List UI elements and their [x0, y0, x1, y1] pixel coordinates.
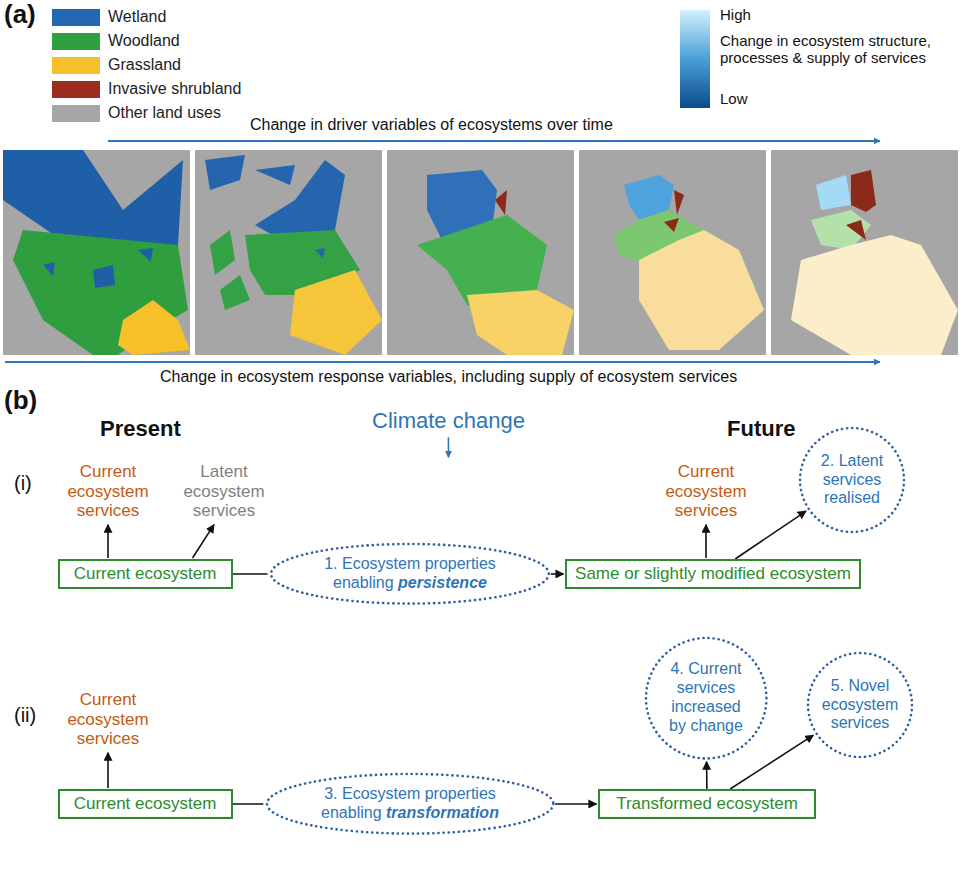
leader-arrow: [107, 753, 109, 788]
wetland-patch: [315, 248, 325, 258]
connector-arrow: [735, 511, 806, 559]
other-land: [195, 150, 382, 355]
shrubland-patch: [674, 190, 684, 215]
leader-arrow: [705, 525, 707, 558]
row-number: (i): [14, 472, 32, 495]
map-panel: [771, 150, 958, 355]
legend-swatch: [52, 57, 100, 74]
node-text: 5. Novel ecosystem services: [820, 677, 900, 734]
ecosystem-box: Same or slightly modified ecosystem: [565, 559, 861, 589]
other-land: [387, 150, 574, 355]
map-panel: [579, 150, 766, 355]
legend-text: Grassland: [108, 56, 181, 74]
node-text: Transformed ecosystem: [616, 794, 798, 814]
leader-arrow: [107, 525, 109, 558]
grassland-patch: [118, 300, 190, 355]
connector-arrow: [706, 762, 708, 789]
driver-arrow: [108, 140, 880, 142]
map-panel: [3, 150, 190, 355]
ecosystem-box: Current ecosystem: [58, 789, 233, 819]
woodland-patch: [220, 275, 250, 310]
legend-text: Wetland: [108, 8, 166, 26]
wetland-patch: [255, 165, 295, 185]
connector-arrow: [233, 803, 264, 805]
legend-text: Woodland: [108, 32, 180, 50]
wetland-patch: [93, 265, 115, 288]
other-land: [771, 150, 958, 355]
grassland-patch: [467, 290, 574, 355]
node-text: Same or slightly modified ecosystem: [575, 564, 851, 584]
map-panel: [387, 150, 574, 355]
node-text: 3. Ecosystem properties enabling transfo…: [312, 785, 508, 823]
wetland-patch: [816, 175, 851, 210]
node-text: 4. Current services increased by change: [663, 660, 749, 736]
panel-letter: (a): [4, 0, 36, 30]
connector-arrow: [233, 573, 268, 575]
service-label: Current ecosystem services: [52, 690, 164, 749]
shrubland-patch: [664, 218, 679, 232]
climate-arrow: [448, 437, 450, 457]
legend-swatch: [52, 105, 100, 122]
wetland-patch: [205, 155, 245, 190]
ramp-label: High: [720, 6, 751, 23]
legend-swatch: [52, 81, 100, 98]
grassland-patch: [290, 270, 382, 355]
legend-swatch: [52, 9, 100, 26]
legend-swatch: [52, 33, 100, 50]
dotted-ellipse: [800, 428, 904, 532]
shrubland-patch: [495, 190, 507, 215]
map-panels: [3, 150, 958, 355]
property-ellipse: 5. Novel ecosystem services: [806, 651, 914, 759]
property-ellipse: 2. Latent services realised: [798, 426, 906, 534]
dotted-ellipse: [808, 653, 912, 757]
grassland-patch: [639, 230, 764, 350]
dotted-ellipse: [267, 774, 553, 834]
wetland-patch: [138, 248, 153, 262]
wetland-patch: [43, 262, 55, 276]
node-text: Current ecosystem: [74, 564, 217, 584]
response-arrow: [5, 361, 880, 363]
node-text: Current ecosystem: [74, 794, 217, 814]
legend-text: Invasive shrubland: [108, 80, 241, 98]
axis-label: Change in ecosystem response variables, …: [160, 368, 737, 386]
dotted-ellipse: [271, 544, 549, 604]
node-text: 2. Latent services realised: [812, 452, 892, 509]
colour-ramp: [680, 10, 710, 108]
woodland-patch: [210, 230, 235, 275]
panel-letter: (b): [4, 386, 37, 416]
property-ellipse: 4. Current services increased by change: [644, 636, 768, 760]
leader-arrow: [193, 525, 215, 558]
shrubland-patch: [846, 220, 866, 240]
leader-arrows: [108, 437, 706, 788]
service-label: Latent ecosystem services: [172, 462, 276, 521]
ecosystem-box: Current ecosystem: [58, 559, 233, 589]
service-label: Current ecosystem services: [650, 462, 762, 521]
dotted-ellipse: [646, 638, 766, 758]
map-panel: [195, 150, 382, 355]
ecosystem-box: Transformed ecosystem: [598, 789, 816, 819]
column-heading: Future: [727, 416, 795, 441]
axis-label: Change in driver variables of ecosystems…: [250, 116, 613, 134]
driver-heading: Climate change: [372, 408, 525, 433]
property-ellipse: 1. Ecosystem properties enabling persist…: [269, 542, 551, 606]
other-land: [579, 150, 766, 355]
property-ellipse: 3. Ecosystem properties enabling transfo…: [265, 772, 555, 836]
connector-arrow: [555, 803, 596, 805]
other-land: [3, 150, 190, 355]
connector-arrow: [551, 573, 564, 575]
service-label: Current ecosystem services: [52, 462, 164, 521]
shrubland-patch: [851, 170, 876, 212]
ramp-label: Low: [720, 90, 748, 107]
node-text: 1. Ecosystem properties enabling persist…: [315, 555, 505, 593]
legend-text: Other land uses: [108, 104, 221, 122]
row-number: (ii): [14, 704, 36, 727]
grassland-patch: [791, 235, 958, 355]
column-heading: Present: [100, 416, 181, 441]
ramp-title: Change in ecosystem structure, processes…: [720, 32, 956, 67]
